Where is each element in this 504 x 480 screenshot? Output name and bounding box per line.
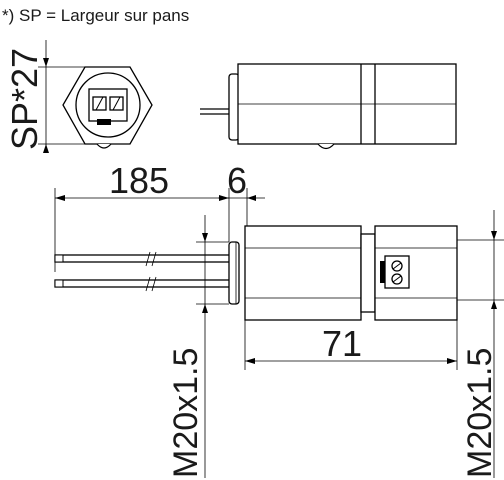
body-bottom-ring	[360, 233, 376, 313]
footnote-text: *) SP = Largeur sur pans	[2, 6, 189, 25]
sp-arrow-bottom	[43, 144, 49, 153]
thread-left-label: M20x1.5	[167, 348, 205, 478]
end-view: SP*27	[4, 40, 153, 153]
cable-2	[54, 279, 231, 288]
sp-label: SP*27	[4, 48, 45, 150]
thread-right-label: M20x1.5	[461, 348, 499, 478]
flange-width-label: 6	[227, 160, 247, 201]
cable-1	[54, 254, 231, 263]
side-view-top	[200, 63, 457, 150]
flange-bottom	[228, 241, 240, 305]
hex-bump	[96, 143, 112, 149]
cable-length-label: 185	[109, 160, 169, 201]
sp-arrow-top	[43, 58, 49, 67]
side-view-bottom: 185 6	[54, 160, 504, 478]
body-length-label: 71	[322, 323, 362, 364]
terminal-tab	[97, 119, 111, 125]
body-top-bump	[317, 143, 335, 150]
body-bottom-left	[244, 225, 362, 321]
cables	[54, 251, 231, 292]
